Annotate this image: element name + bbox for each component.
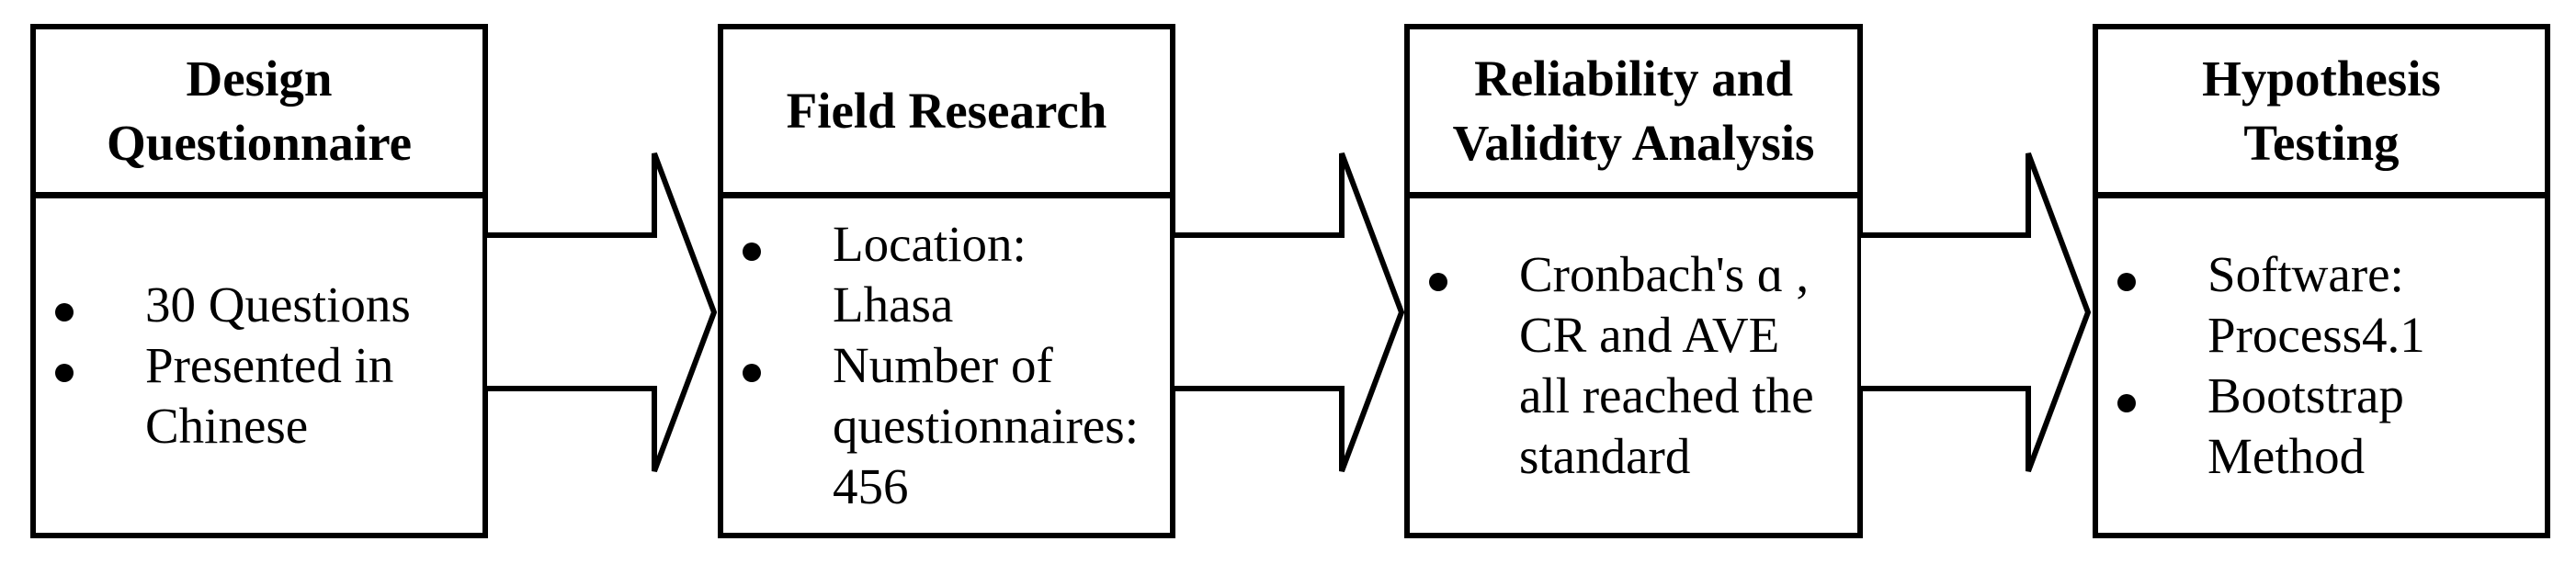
flow-arrow-shape	[487, 152, 717, 473]
step-header: Reliability and Validity Analysis	[1410, 29, 1857, 198]
step-bullet-list: 30 Questions Presented in Chinese	[36, 275, 482, 457]
bullet-item: Software: Process4.1	[2098, 244, 2532, 366]
step-body: Cronbach's ɑ , CR and AVE all reached th…	[1410, 198, 1857, 533]
bullet-item: Bootstrap Method	[2098, 366, 2532, 487]
bullet-icon	[2117, 394, 2136, 412]
bullet-item: 30 Questions	[36, 275, 470, 335]
bullet-icon	[55, 364, 74, 382]
bullet-item: Presented in Chinese	[36, 335, 470, 457]
step-body: Location: Lhasa Number of questionnaires…	[723, 198, 1170, 533]
flow-arrow	[1175, 152, 1404, 473]
step-title: Design Questionnaire	[106, 50, 413, 171]
bullet-item: Location: Lhasa	[723, 214, 1157, 335]
bullet-item: Number of questionnaires: 456	[723, 335, 1157, 517]
step-body: 30 Questions Presented in Chinese	[36, 198, 482, 533]
step-box-reliability-validity-analysis: Reliability and Validity Analysis Cronba…	[1404, 24, 1863, 538]
bullet-icon	[743, 364, 761, 382]
flow-arrow	[487, 152, 717, 473]
step-title: Reliability and Validity Analysis	[1452, 50, 1815, 171]
step-box-field-research: Field Research Location: Lhasa Number of…	[718, 24, 1175, 538]
step-bullet-list: Software: Process4.1 Bootstrap Method	[2098, 244, 2545, 487]
bullet-item: Cronbach's ɑ , CR and AVE all reached th…	[1410, 244, 1844, 487]
step-box-hypothesis-testing: Hypothesis Testing Software: Process4.1 …	[2093, 24, 2550, 538]
step-header: Design Questionnaire	[36, 29, 482, 198]
step-bullet-list: Cronbach's ɑ , CR and AVE all reached th…	[1410, 244, 1857, 487]
bullet-icon	[55, 303, 74, 321]
bullet-icon	[1429, 273, 1447, 291]
step-title: Hypothesis Testing	[2202, 50, 2441, 171]
step-header: Field Research	[723, 29, 1170, 198]
step-box-design-questionnaire: Design Questionnaire 30 Questions Presen…	[30, 24, 488, 538]
flow-arrow-shape	[1861, 152, 2091, 473]
flow-arrow	[1861, 152, 2091, 473]
step-body: Software: Process4.1 Bootstrap Method	[2098, 198, 2545, 533]
step-title: Field Research	[786, 82, 1107, 139]
step-bullet-list: Location: Lhasa Number of questionnaires…	[723, 214, 1170, 517]
bullet-icon	[743, 243, 761, 261]
step-header: Hypothesis Testing	[2098, 29, 2545, 198]
bullet-icon	[2117, 273, 2136, 291]
flow-arrow-shape	[1175, 152, 1404, 473]
